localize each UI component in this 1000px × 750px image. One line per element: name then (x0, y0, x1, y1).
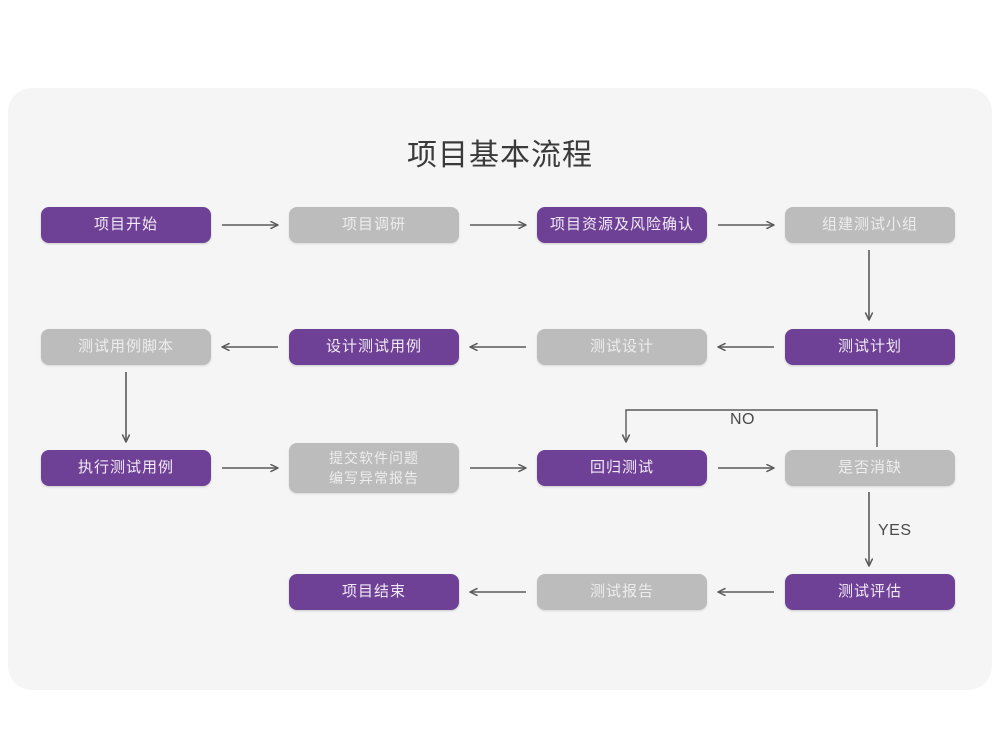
page-title: 项目基本流程 (407, 139, 593, 172)
node-test-design[interactable]: 测试设计 (537, 329, 707, 365)
node-regression-test[interactable]: 回归测试 (537, 450, 707, 486)
node-defect-cleared[interactable]: 是否消缺 (785, 450, 955, 486)
node-test-evaluation[interactable]: 测试评估 (785, 574, 955, 610)
node-design-test-case[interactable]: 设计测试用例 (289, 329, 459, 365)
edge-label-yes: YES (878, 522, 912, 539)
node-form-test-team[interactable]: 组建测试小组 (785, 207, 955, 243)
node-resource-risk-confirm[interactable]: 项目资源及风险确认 (537, 207, 707, 243)
node-submit-issue-report[interactable]: 提交软件问题 编写异常报告 (289, 443, 459, 493)
node-project-research[interactable]: 项目调研 (289, 207, 459, 243)
node-project-start[interactable]: 项目开始 (41, 207, 211, 243)
node-test-case-script[interactable]: 测试用例脚本 (41, 329, 211, 365)
node-execute-test-case[interactable]: 执行测试用例 (41, 450, 211, 486)
node-test-plan[interactable]: 测试计划 (785, 329, 955, 365)
node-test-report[interactable]: 测试报告 (537, 574, 707, 610)
edge-label-no: NO (730, 411, 755, 428)
node-project-end[interactable]: 项目结束 (289, 574, 459, 610)
